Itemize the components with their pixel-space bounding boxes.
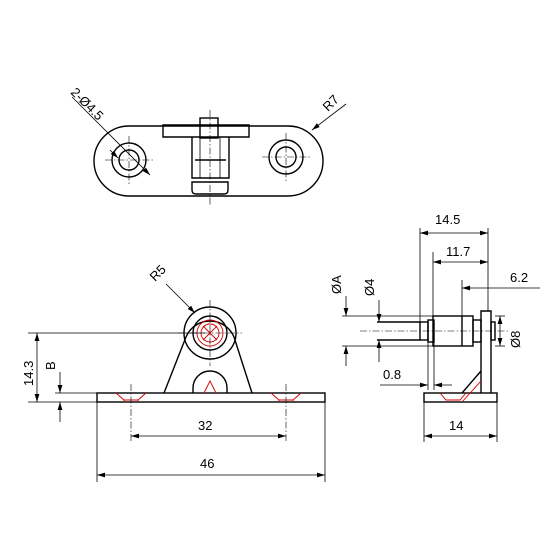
dim-side-total: 14.5 (435, 212, 460, 227)
dim-side-base: 14 (449, 418, 463, 433)
top-view-plate (93, 125, 324, 197)
side-base-plate (423, 392, 498, 403)
side-view: 14.5 11.7 6.2 ØA Ø4 Ø8 0.8 14 (329, 212, 540, 442)
dim-side-mid: 11.7 (446, 244, 470, 259)
front-view: R5 14.3 B 32 46 (21, 262, 326, 482)
dim-front-height: 14.3 (21, 361, 36, 386)
dim-side-dia-4: Ø4 (362, 279, 377, 296)
dim-top-hole: 2-Ø4.5 (68, 85, 107, 124)
dim-front-thickness: B (43, 361, 58, 370)
dim-front-spacing: 32 (198, 418, 212, 433)
dim-top-radius: R7 (320, 92, 342, 114)
top-left-hole-outer (111, 142, 147, 178)
dim-side-dia-a: ØA (329, 275, 344, 294)
dim-front-width: 46 (200, 456, 214, 471)
front-countersink-left (115, 384, 147, 442)
front-upright (163, 320, 253, 394)
top-right-hole-outer (268, 139, 304, 175)
dim-front-radius: R5 (147, 262, 169, 284)
dim-side-gap: 0.8 (383, 367, 401, 382)
front-base-plate (96, 392, 326, 403)
top-view-flange (162, 124, 250, 138)
dim-side-short: 6.2 (510, 270, 528, 285)
side-upright (480, 310, 492, 393)
dim-side-dia-8: Ø8 (508, 331, 523, 348)
top-view-stud (191, 137, 230, 179)
top-view: 2-Ø4.5 R7 (68, 85, 347, 205)
front-countersink-right (270, 384, 302, 442)
